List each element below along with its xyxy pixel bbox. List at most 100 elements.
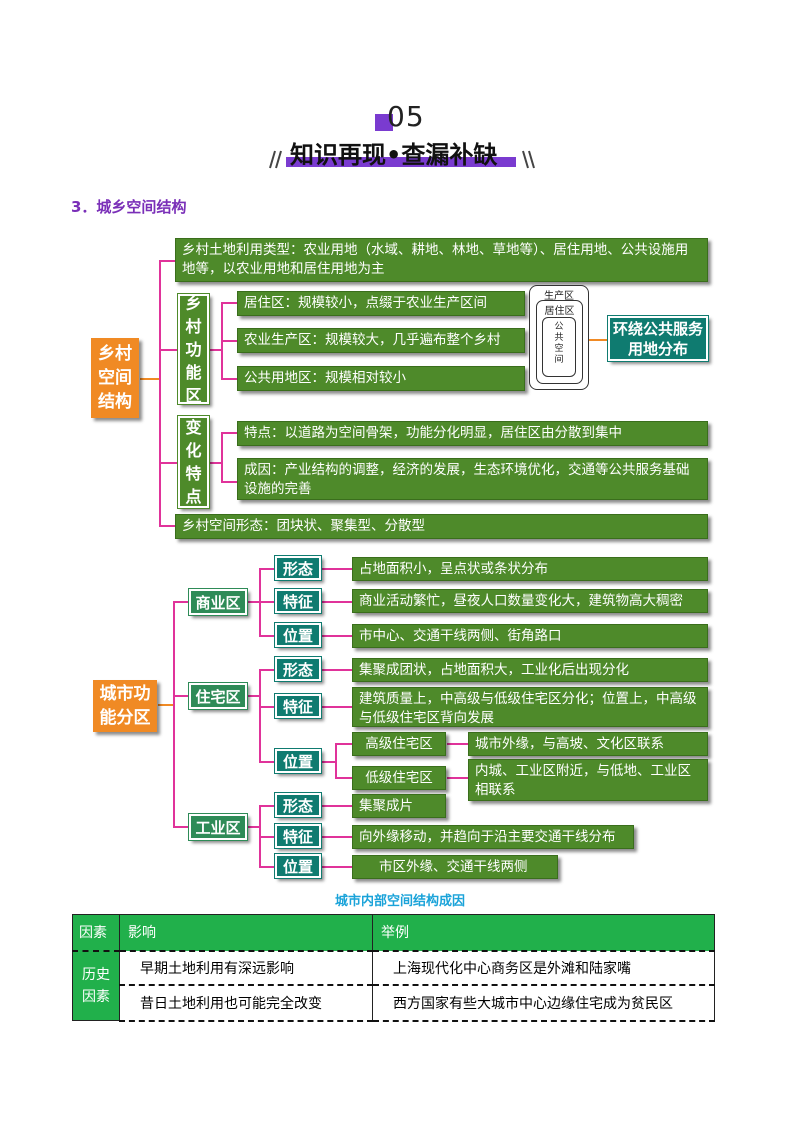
connector [322, 601, 352, 603]
connector [221, 481, 237, 483]
diagram-middle-ring: 居住区 公 共 空 间 [536, 300, 583, 384]
connector [159, 260, 175, 262]
table-cell: 西方国家有些大城市中心边缘住宅成为贫民区 [372, 984, 715, 1022]
table-row: 昔日土地利用也可能完全改变 西方国家有些大城市中心边缘住宅成为贫民区 [73, 984, 715, 1022]
connector [322, 805, 352, 807]
connector [259, 805, 275, 807]
commercial-key: 位置 [274, 622, 322, 648]
connector [259, 568, 275, 570]
rural-change-label: 变 化 特 点 [177, 415, 210, 509]
connector [248, 601, 260, 603]
connector [221, 432, 223, 482]
connector [159, 525, 175, 527]
connector [322, 836, 352, 838]
residential-zone-label: 住宅区 [188, 682, 248, 710]
connector [588, 339, 608, 341]
table-row-label: 历史 因素 [72, 950, 120, 1021]
connector [447, 743, 468, 745]
residential-key: 位置 [274, 748, 322, 774]
industrial-value: 市区外缘、交通干线两侧 [352, 855, 558, 879]
connector [259, 866, 275, 868]
rural-land-use: 乡村土地利用类型：农业用地（水域、耕地、林地、草地等）、居住用地、公共设施用地等… [175, 238, 708, 282]
connector [159, 349, 177, 351]
connector [248, 695, 260, 697]
connector [173, 826, 189, 828]
connector [173, 601, 189, 603]
residential-sub-value: 城市外缘，与高坡、文化区联系 [468, 732, 708, 756]
connector [210, 462, 222, 464]
diagram-middle-label: 居住区 [544, 306, 575, 317]
residential-key: 形态 [274, 656, 322, 682]
industrial-key: 特征 [274, 823, 322, 849]
connector [335, 743, 337, 778]
connector [140, 378, 160, 380]
commercial-value: 商业活动繁忙，昼夜人口数量变化大，建筑物高大稠密 [352, 589, 708, 613]
commercial-value: 占地面积小，呈点状或条状分布 [352, 557, 708, 581]
rural-form: 乡村空间形态：团块状、聚集型、分散型 [175, 514, 708, 539]
connector [259, 669, 261, 762]
industrial-zone-label: 工业区 [188, 813, 248, 841]
connector [210, 349, 222, 351]
table-cell: 早期土地利用有深远影响 [119, 950, 373, 986]
table-header-cell: 影响 [119, 914, 373, 952]
page-title: 知识再现•查漏补缺 [290, 141, 498, 169]
rural-structure-root: 乡村 空间 结构 [91, 338, 139, 418]
commercial-zone-label: 商业区 [188, 588, 248, 616]
industrial-value: 集聚成片 [352, 794, 446, 818]
residential-sub-label: 低级住宅区 [352, 766, 446, 790]
header-number-accent [375, 114, 393, 131]
connector [221, 302, 237, 304]
residential-key: 特征 [274, 693, 322, 719]
public-service-label: 环绕公共服务 用地分布 [607, 315, 709, 362]
rural-function-item: 居住区：规模较小，点缀于农业生产区间 [237, 291, 525, 316]
table-cell: 上海现代化中心商务区是外滩和陆家嘴 [372, 950, 715, 986]
header-underline [286, 157, 516, 167]
industrial-value: 向外缘移动，并趋向于沿主要交通干线分布 [352, 825, 634, 849]
urban-zone-root: 城市功 能分区 [93, 680, 157, 732]
connector [259, 635, 275, 637]
connector [158, 704, 174, 706]
table-header-row: 因素 影响 举例 [72, 914, 715, 952]
diagram-inner-label: 公 共 空 间 [554, 322, 564, 365]
table-header-cell: 因素 [72, 914, 120, 952]
residential-sub-value: 内城、工业区附近，与低地、工业区相联系 [468, 759, 708, 801]
commercial-key: 形态 [274, 555, 322, 581]
rural-change-item: 特点：以道路为空间骨架，功能分化明显，居住区由分散到集中 [237, 421, 708, 446]
connector [447, 777, 468, 779]
table-caption: 城市内部空间结构成因 [334, 894, 465, 909]
industrial-key: 形态 [274, 792, 322, 818]
rural-function-item: 公共用地区：规模相对较小 [237, 366, 525, 391]
diagram-outer-label: 生产区 [544, 291, 574, 302]
diagram-inner-ring: 公 共 空 间 [542, 317, 576, 377]
residential-value: 建筑质量上，中高级与低级住宅区分化；位置上，中高级与低级住宅区背向发展 [352, 687, 708, 727]
connector [335, 743, 352, 745]
residential-sub-label: 高级住宅区 [352, 732, 446, 756]
section-title: 3．城乡空间结构 [71, 198, 187, 216]
commercial-key: 特征 [274, 588, 322, 614]
connector [259, 601, 275, 603]
connector [259, 706, 275, 708]
table-header-cell: 举例 [372, 914, 715, 952]
connector [221, 432, 237, 434]
connector [173, 601, 175, 827]
connector [221, 340, 237, 342]
rural-change-item: 成因：产业结构的调整，经济的发展，生态环境优化，交通等公共服务基础设施的完善 [237, 458, 708, 500]
connector [322, 866, 352, 868]
rural-function-zone-label: 乡 村 功 能 区 [177, 293, 210, 405]
connector [322, 706, 352, 708]
causes-table: 因素 影响 举例 历史 因素 早期土地利用有深远影响 上海现代化中心商务区是外滩… [72, 914, 715, 1022]
connector [322, 568, 352, 570]
header-deco-left [264, 148, 286, 170]
connector [259, 669, 275, 671]
residential-value: 集聚成团状，占地面积大，工业化后出现分化 [352, 658, 708, 682]
connector [259, 836, 275, 838]
table-cell: 昔日土地利用也可能完全改变 [119, 984, 373, 1022]
connector [322, 761, 336, 763]
connector [159, 260, 161, 526]
connector [159, 462, 177, 464]
connector [173, 695, 189, 697]
connector [322, 669, 352, 671]
connector [335, 777, 352, 779]
header-number: 05 [387, 100, 425, 133]
rural-function-item: 农业生产区：规模较大，几乎遍布整个乡村 [237, 328, 525, 353]
